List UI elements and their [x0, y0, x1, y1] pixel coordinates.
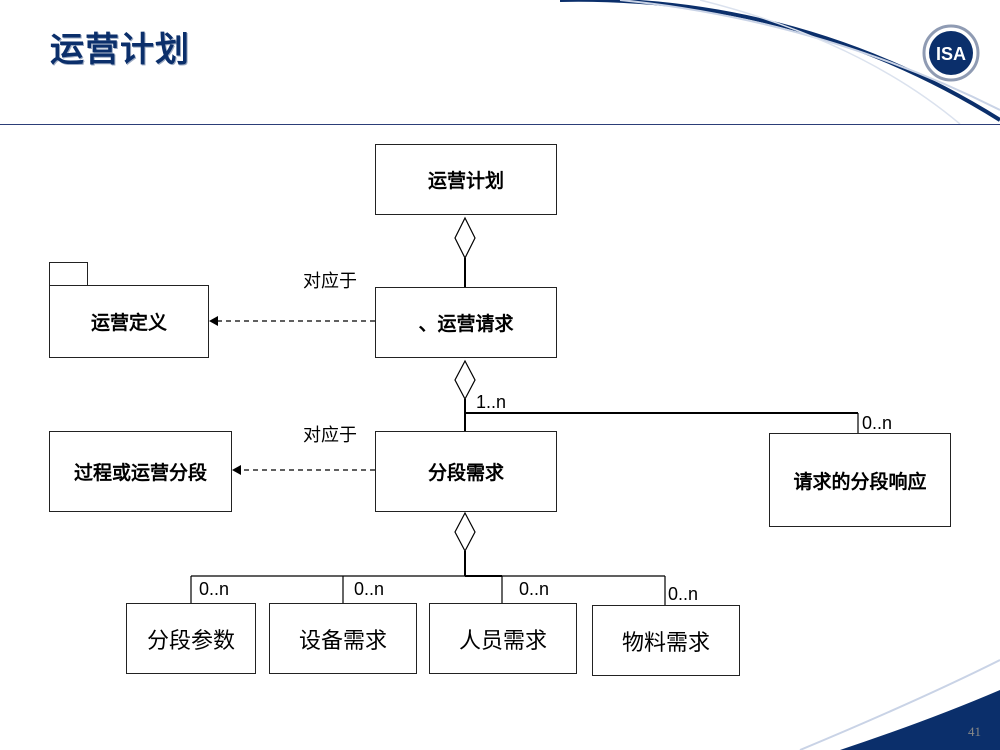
multiplicity-material: 0..n	[668, 584, 699, 604]
relation-label-corresponds-2: 对应于	[303, 425, 357, 446]
arrow-head	[232, 465, 241, 475]
box-ops-definition: 运营定义	[49, 285, 209, 358]
arrow-head	[209, 316, 218, 326]
isa-logo: ISA	[922, 24, 980, 82]
multiplicity-personnel: 0..n	[519, 579, 550, 599]
logo-text: ISA	[936, 44, 966, 64]
multiplicity-equipment: 0..n	[354, 579, 385, 599]
box-equipment-requirement: 设备需求	[269, 603, 417, 674]
box-material-requirement-label: 物料需求	[621, 630, 710, 656]
aggregation-diamond	[454, 511, 476, 553]
box-material-requirement: 物料需求	[592, 605, 740, 676]
box-process-segment-label: 过程或运营分段	[73, 462, 207, 484]
slide-title: 运营计划	[50, 30, 190, 70]
box-process-segment: 过程或运营分段	[49, 431, 232, 512]
box-personnel-requirement-label: 人员需求	[458, 628, 547, 654]
box-ops-request: 、运营请求	[375, 287, 557, 358]
box-segment-response: 请求的分段响应	[769, 433, 951, 527]
multiplicity-request-segment: 1..n	[476, 392, 507, 412]
box-segment-requirement: 分段需求	[375, 431, 557, 512]
box-segment-parameter-label: 分段参数	[146, 628, 235, 654]
multiplicity-param: 0..n	[199, 579, 230, 599]
package-tab	[49, 262, 88, 285]
box-ops-request-label: 、运营请求	[418, 313, 514, 335]
box-segment-parameter: 分段参数	[126, 603, 256, 674]
multiplicity-request-response: 0..n	[862, 413, 893, 433]
box-ops-plan-label: 运营计划	[427, 170, 504, 192]
aggregation-diamond	[454, 359, 476, 401]
box-personnel-requirement: 人员需求	[429, 603, 577, 674]
box-segment-response-label: 请求的分段响应	[793, 470, 927, 493]
aggregation-diamond	[454, 216, 476, 260]
page-number: 41	[968, 724, 981, 739]
box-segment-requirement-label: 分段需求	[427, 462, 504, 484]
box-equipment-requirement-label: 设备需求	[298, 628, 387, 654]
header-divider	[0, 124, 1000, 125]
box-ops-plan: 运营计划	[375, 144, 557, 215]
box-ops-definition-label: 运营定义	[90, 312, 167, 334]
relation-label-corresponds-1: 对应于	[303, 271, 357, 292]
